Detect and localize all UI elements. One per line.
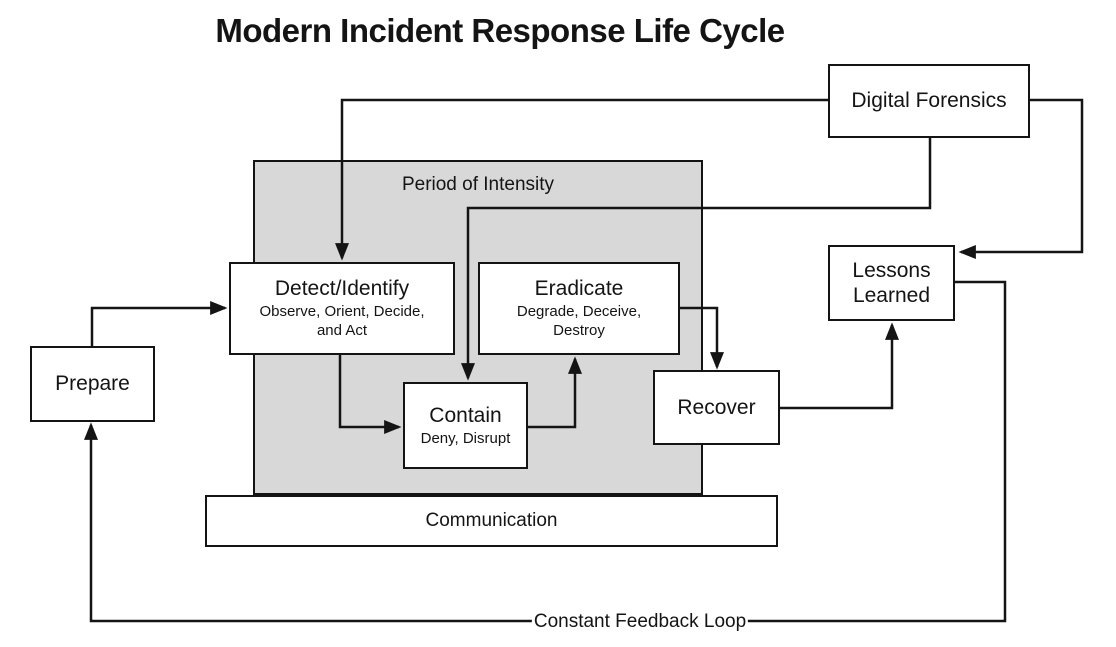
node-digital-forensics: Digital Forensics (828, 64, 1030, 138)
node-prepare: Prepare (30, 346, 155, 422)
edge-prepare-detect (90, 301, 228, 346)
page-title: Modern Incident Response Life Cycle (215, 12, 785, 49)
node-detect-identify-sublabel: Observe, Orient, Decide, and Act (259, 303, 425, 340)
edge-recover-lessons (779, 322, 899, 410)
node-recover: Recover (653, 370, 780, 445)
period-of-intensity-label: Period of Intensity (401, 174, 555, 195)
node-prepare-label: Prepare (55, 372, 130, 396)
communication-bar: Communication (205, 495, 778, 547)
node-detect-identify-label: Detect/Identify (274, 277, 410, 301)
node-digital-forensics-label: Digital Forensics (851, 89, 1007, 113)
node-eradicate-label: Eradicate (534, 277, 624, 301)
node-contain-label: Contain (429, 403, 502, 427)
node-contain: Contain Deny, Disrupt (403, 382, 528, 469)
node-lessons-learned-label: Lessons Learned (852, 258, 931, 307)
node-detect-identify: Detect/Identify Observe, Orient, Decide,… (229, 262, 455, 355)
constant-feedback-loop-label: Constant Feedback Loop (531, 610, 749, 633)
node-contain-sublabel: Deny, Disrupt (420, 429, 511, 447)
node-lessons-learned: Lessons Learned (828, 245, 955, 321)
communication-label: Communication (425, 510, 558, 531)
node-recover-label: Recover (677, 395, 756, 419)
node-eradicate: Eradicate Degrade, Deceive, Destroy (478, 262, 680, 355)
node-eradicate-sublabel: Degrade, Deceive, Destroy (516, 303, 642, 340)
